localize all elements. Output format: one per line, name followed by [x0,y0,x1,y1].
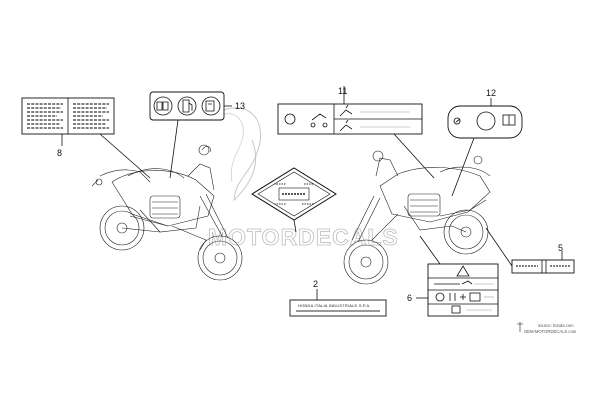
source-line-1: source: honda.com [538,323,574,328]
lock-key-icon [453,117,461,125]
watermark-swoosh-icon [211,107,262,202]
label-8-caution-sheet [21,97,115,135]
luggage-icon [469,292,481,302]
watermark: MOTORDECALS [208,107,399,250]
rider-passenger-icon [339,119,353,132]
warning-triangle-icon [456,265,470,277]
callout-2: 2 [313,279,318,289]
label-6-safety-warning [427,263,499,317]
diamond-badge-label [251,167,337,221]
source-credit: source: honda.com OEM-MOTORDECALS.com [517,322,577,334]
callout-13: 13 [235,101,245,111]
scooter-icon [310,113,328,128]
label-12-icon-label [447,105,523,139]
source-logo-icon [517,322,523,332]
label-2-maker-plate: HONDA ITALIA INDUSTRIALE S.P.A. [289,299,387,317]
watermark-flame-icon [213,113,244,183]
fuel-pump-icon [182,99,193,113]
source-line-2: OEM-MOTORDECALS.com [524,329,577,334]
label-13-icon-strip [149,91,225,121]
motorcycle-right-view [343,150,491,285]
manual-book-icon [156,101,169,111]
motorcycle-left-view [91,144,243,281]
label-11-warning-panel [277,103,423,135]
fuel-can-icon [205,100,215,112]
callout-6: 6 [407,293,412,303]
wrench-icon [435,292,445,302]
passenger-icon [449,293,466,301]
helmet-icon [284,113,296,125]
callout-5: 5 [558,243,563,253]
callout-11: 11 [338,86,347,96]
callout-12: 12 [486,88,496,98]
callout-8: 8 [57,148,62,158]
luggage-small-icon [451,305,461,314]
watermark-text: MOTORDECALS [208,224,399,250]
label-2-text: HONDA ITALIA INDUSTRIALE S.P.A. [298,303,371,308]
tyre-pressure-icon [434,280,473,285]
label-5-strip-decal [511,259,575,274]
caution-circle-icon [476,111,496,131]
rider-warning-icon [339,104,353,117]
